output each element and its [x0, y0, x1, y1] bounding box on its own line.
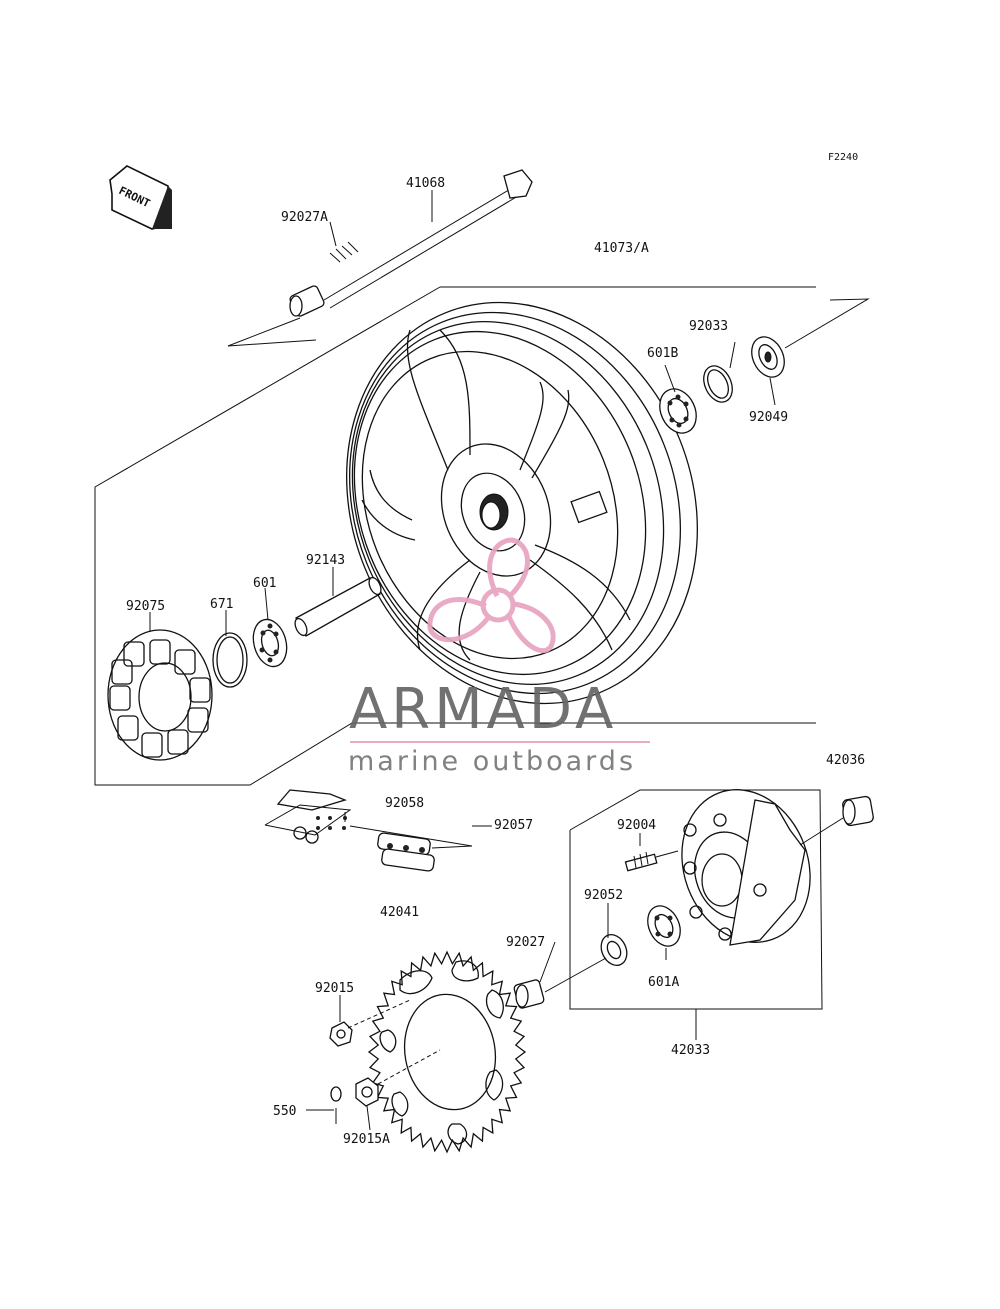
callout-550: 550 [273, 1104, 296, 1119]
callout-92143: 92143 [306, 553, 345, 568]
callout-601: 601 [253, 576, 276, 591]
axle-41068 [323, 169, 533, 309]
leader-lines [149, 190, 776, 1131]
wheel-41073A [346, 301, 698, 705]
stud-92004 [624, 850, 679, 872]
callout-92057: 92057 [494, 818, 533, 833]
diagram-code: F2240 [828, 152, 858, 163]
nut-92015A [355, 1049, 441, 1107]
callout-92015A: 92015A [343, 1132, 390, 1147]
collar-92027A [289, 285, 325, 317]
callout-92033: 92033 [689, 319, 728, 334]
callout-601B: 601B [647, 346, 678, 361]
callout-671: 671 [210, 597, 233, 612]
propeller-logo-icon [427, 537, 556, 653]
chain-joint-92058 [264, 789, 352, 844]
callout-601A: 601A [648, 975, 679, 990]
callout-92052: 92052 [584, 888, 623, 903]
damper-92075 [107, 629, 213, 761]
nut-92015 [329, 999, 411, 1047]
o-ring-671 [212, 632, 248, 688]
callout-92027: 92027 [506, 935, 545, 950]
callout-92027A: 92027A [281, 210, 328, 225]
spacer-92143 [294, 576, 382, 637]
callout-92075: 92075 [126, 599, 165, 614]
callout-92058: 92058 [385, 796, 424, 811]
bearing-601B [659, 388, 697, 434]
collar-42036 [799, 795, 874, 846]
watermark-brand: ARMADA [349, 677, 617, 742]
sprocket-hub-42033 [681, 789, 811, 946]
front-arrow-icon: FRONT [109, 165, 172, 230]
callout-41073A: 41073/A [594, 241, 649, 256]
callout-41068: 41068 [406, 176, 445, 191]
seal-92049 [751, 336, 785, 378]
bearing-601A [647, 905, 681, 947]
chain-42041 [349, 825, 473, 872]
collar-92027 [513, 957, 607, 1009]
cotter-pin-550 [330, 1086, 342, 1124]
callout-42036: 42036 [826, 753, 865, 768]
callout-92049: 92049 [749, 410, 788, 425]
boundary-lines [94, 286, 870, 1010]
callout-labels: 41068 92027A 41073/A 92033 601B 92049 92… [126, 176, 865, 1147]
callout-42033: 42033 [671, 1043, 710, 1058]
callout-92015: 92015 [315, 981, 354, 996]
callout-42041: 42041 [380, 905, 419, 920]
bearing-601 [252, 618, 288, 668]
snap-ring-92033 [703, 365, 733, 403]
seal-92052 [600, 933, 628, 967]
rear-sprocket [367, 950, 527, 1154]
watermark-tagline: marine outboards [348, 746, 636, 777]
watermark: ARMADA marine outboards [348, 537, 650, 777]
callout-92004: 92004 [617, 818, 656, 833]
